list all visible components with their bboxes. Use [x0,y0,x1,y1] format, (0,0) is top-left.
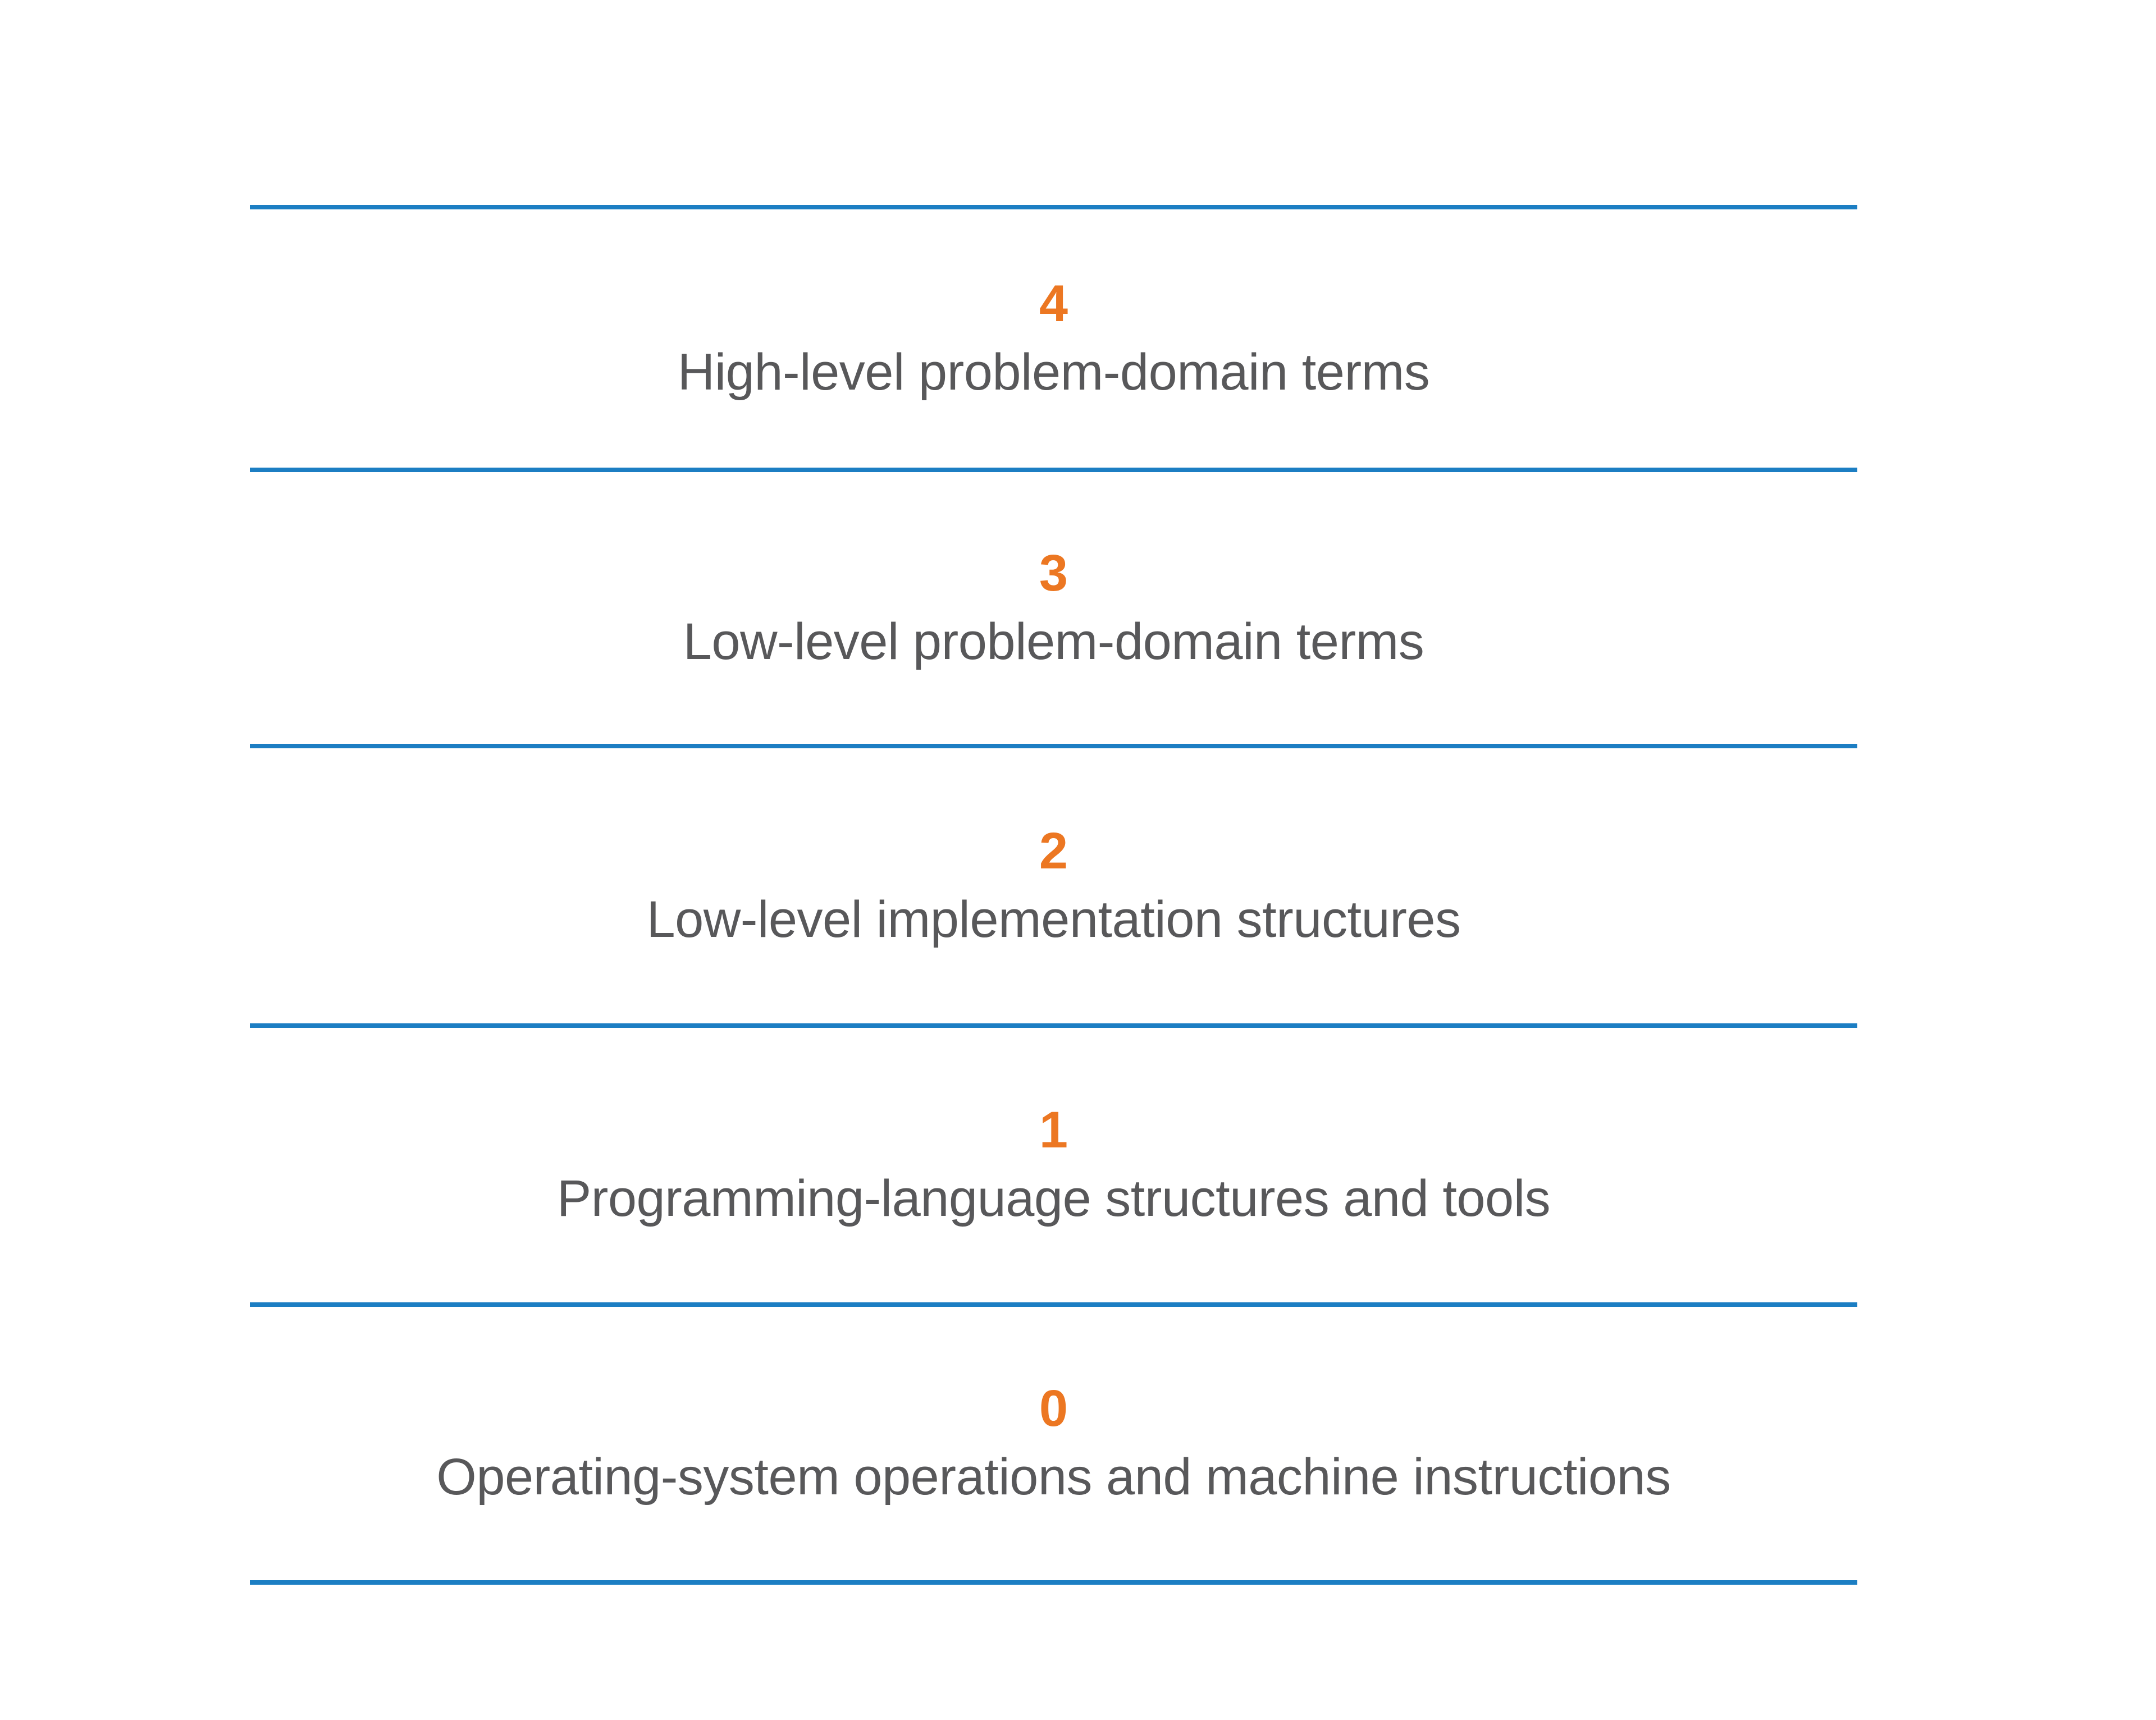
layer-number-4: 4 [1039,275,1068,332]
layer-number-0: 0 [1039,1380,1068,1438]
divider-1-0 [250,1302,1857,1307]
layer-label-1: Programming-language structures and tool… [556,1170,1551,1228]
layer-row-2: 2 Low-level implementation structures [250,748,1857,1023]
layer-label-0: Operating-system operations and machine … [436,1448,1671,1506]
layer-number-2: 2 [1039,822,1068,880]
layer-label-4: High-level problem-domain terms [677,343,1430,401]
divider-3-2 [250,744,1857,748]
layer-number-1: 1 [1039,1101,1068,1159]
layer-row-3: 3 Low-level problem-domain terms [250,472,1857,744]
layer-label-3: Low-level problem-domain terms [683,612,1424,670]
layer-label-2: Low-level implementation structures [646,890,1461,948]
layer-number-3: 3 [1039,544,1068,602]
divider-top [250,205,1857,209]
divider-2-1 [250,1023,1857,1028]
layer-row-0: 0 Operating-system operations and machin… [250,1307,1857,1580]
divider-bottom [250,1580,1857,1585]
layer-stack: 4 High-level problem-domain terms 3 Low-… [250,205,1857,1585]
divider-4-3 [250,468,1857,472]
layer-row-1: 1 Programming-language structures and to… [250,1028,1857,1302]
layer-row-4: 4 High-level problem-domain terms [250,209,1857,468]
